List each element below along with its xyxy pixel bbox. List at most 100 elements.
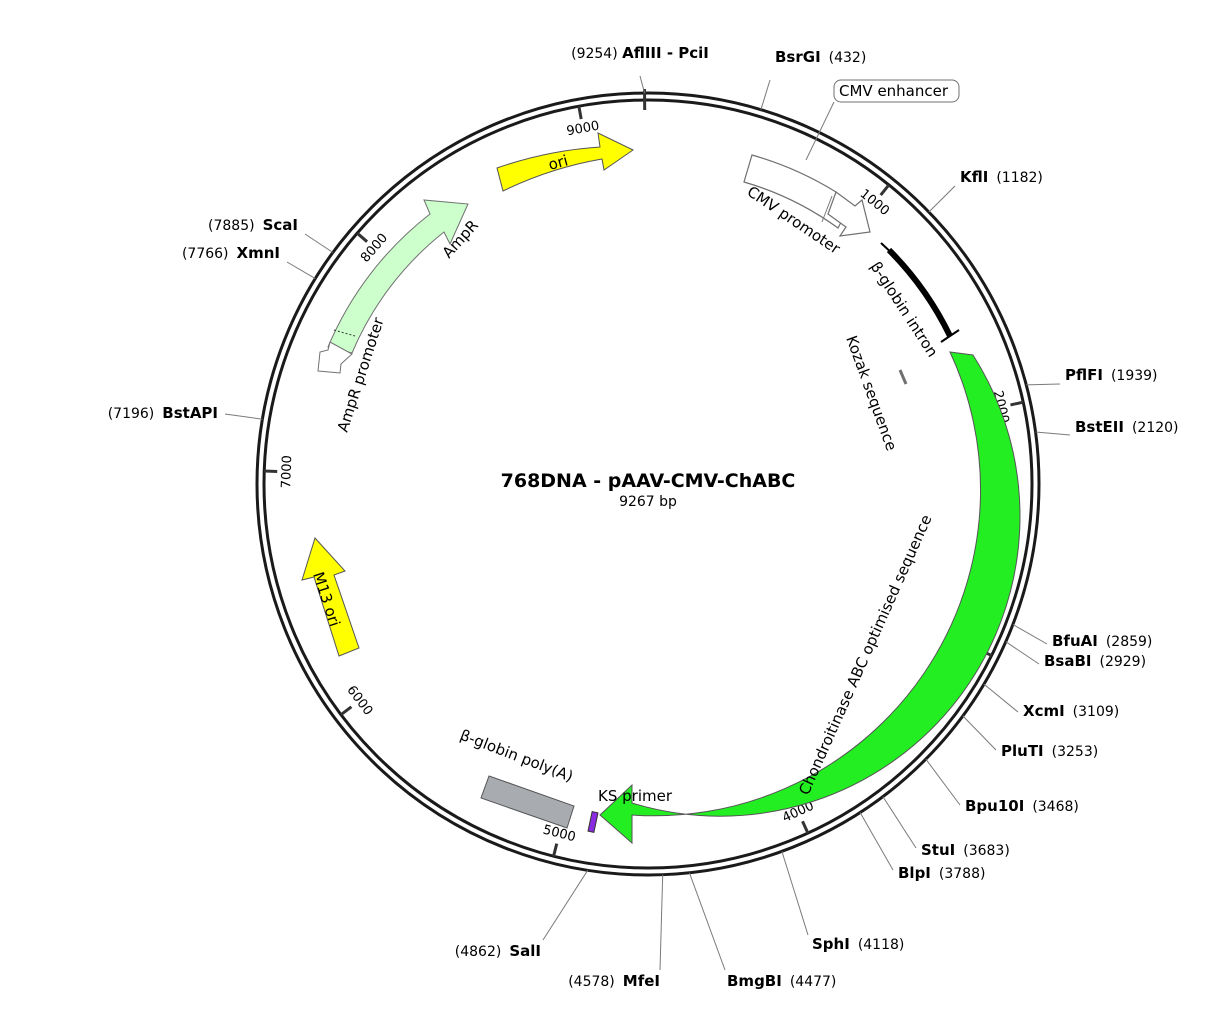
enzyme-position: (7885): [208, 218, 255, 234]
m13-ori-arrow[interactable]: [301, 537, 360, 657]
tick-label: 6000: [343, 683, 375, 718]
enzyme-name: BmgBI: [727, 972, 782, 990]
tick-label: 7000: [279, 455, 295, 489]
enzyme-position: (3788): [939, 866, 986, 882]
enzyme-label[interactable]: BsrGI (432): [775, 48, 866, 66]
cmv-promoter-arrow[interactable]: [827, 191, 871, 237]
enzyme-position: (3109): [1073, 704, 1120, 720]
enzyme-label[interactable]: PluTI (3253): [1001, 742, 1098, 760]
enzyme-leader: [1012, 624, 1048, 645]
enzyme-name: BfuAI: [1052, 632, 1098, 650]
enzyme-label[interactable]: (7766)XmnI: [182, 244, 280, 262]
kozak-sequence-label: Kozak sequence: [842, 333, 900, 453]
cmv-enhancer-label: CMV enhancer: [839, 82, 949, 100]
enzyme-leader: [983, 683, 1019, 713]
enzyme-leader: [1026, 383, 1061, 386]
beta-globin-polya-bar[interactable]: [480, 775, 575, 829]
features: [301, 132, 1021, 845]
enzyme-name: XmnI: [237, 244, 280, 262]
beta-globin-intron-end-cap: [940, 329, 960, 343]
cmv-enhancer-arrow[interactable]: [743, 154, 851, 229]
backbone-inner-strand: [262, 98, 1034, 870]
enzyme-label[interactable]: BmgBI (4477): [727, 972, 836, 990]
ks-primer-label: KS primer: [598, 787, 673, 805]
beta-globin-polya-label: β-globin poly(A): [458, 726, 576, 786]
tick-mark: [356, 232, 369, 243]
chabc-arrow[interactable]: [599, 351, 1021, 845]
enzyme-leader: [781, 851, 809, 936]
ampr-promoter-arrow[interactable]: [317, 341, 353, 374]
enzyme-leader: [1035, 431, 1071, 436]
enzyme-label[interactable]: Bpu10I(3468): [965, 797, 1079, 815]
enzyme-leader: [659, 874, 664, 971]
enzyme-label[interactable]: XcmI (3109): [1023, 702, 1119, 720]
tick-mark: [1010, 400, 1024, 407]
enzyme-position: (2120): [1132, 420, 1179, 436]
enzyme-leader: [859, 812, 894, 871]
enzyme-leader: [224, 413, 263, 420]
enzyme-position: (4477): [790, 974, 837, 990]
ori-arrow[interactable]: [496, 132, 634, 192]
tick-mark: [801, 820, 810, 834]
plasmid-size: 9267 bp: [619, 494, 677, 510]
enzyme-sites: (9254) AflIII - PciI BsrGI (432) KflI (1182)…: [108, 44, 1179, 990]
enzyme-position: (3253): [1052, 744, 1099, 760]
enzyme-name: SalI: [509, 942, 541, 960]
tick-mark: [552, 843, 559, 857]
plasmid-name: 768DNA - pAAV-CMV-ChABC: [501, 470, 796, 492]
enzyme-position: (432): [829, 50, 867, 66]
enzyme-name: StuI: [921, 841, 955, 859]
enzyme-label[interactable]: KflI (1182): [960, 168, 1043, 186]
enzyme-name: SphI: [812, 935, 850, 953]
enzyme-label[interactable]: (4578)MfeI: [568, 972, 660, 990]
tick-mark: [577, 106, 583, 120]
enzyme-name: BsrGI: [775, 48, 821, 66]
enzyme-name: PflFI: [1065, 366, 1103, 384]
cmv-enhancer-leader: [805, 101, 835, 161]
enzyme-position: (2859): [1106, 634, 1153, 650]
beta-globin-intron-start-cap: [880, 242, 897, 258]
enzyme-name: XcmI: [1023, 702, 1065, 720]
enzyme-position: (7196): [108, 406, 155, 422]
enzyme-name: BstEII: [1075, 418, 1124, 436]
enzyme-name: PluTI: [1001, 742, 1044, 760]
enzyme-position: (2929): [1100, 654, 1147, 670]
tick-label: 5000: [541, 823, 577, 846]
ks-primer-mark[interactable]: [587, 811, 599, 833]
ampr-arrow[interactable]: [327, 199, 469, 354]
enzyme-leader: [1005, 641, 1040, 665]
enzyme-position: (1182): [996, 170, 1043, 186]
cmv-enhancer-label-box: [833, 79, 960, 103]
enzyme-position: (4862): [455, 944, 502, 960]
enzyme-position: (4118): [858, 937, 905, 953]
enzyme-label[interactable]: StuI (3683): [921, 841, 1010, 859]
enzyme-label[interactable]: BstEII (2120): [1075, 418, 1179, 436]
enzyme-name: ScaI: [263, 216, 298, 234]
enzyme-leader: [882, 796, 917, 849]
ori-label: ori: [546, 151, 570, 173]
enzyme-label[interactable]: PflFI(1939): [1065, 366, 1158, 384]
enzyme-label[interactable]: SphI (4118): [812, 935, 904, 953]
enzyme-label[interactable]: (9254) AflIII - PciI: [571, 44, 709, 62]
enzyme-label[interactable]: (7885) ScaI: [208, 216, 298, 234]
enzyme-label[interactable]: (4862) SalI: [455, 942, 541, 960]
backbone: [255, 91, 1041, 877]
enzyme-label[interactable]: BfuAI (2859): [1052, 632, 1152, 650]
backbone-outer-strand: [255, 91, 1041, 877]
enzyme-label[interactable]: BlpI (3788): [898, 864, 985, 882]
enzyme-leader: [962, 715, 997, 751]
enzyme-leader: [925, 758, 961, 806]
tick-label: 9000: [565, 119, 600, 140]
enzyme-leader: [542, 870, 589, 941]
feature-labels: CMV enhancer CMV promoter β-globin intro…: [309, 79, 960, 805]
center-title: 768DNA - pAAV-CMV-ChABC 9267 bp: [501, 470, 796, 510]
enzyme-name: BstAPI: [162, 404, 218, 422]
enzyme-position: (3683): [963, 843, 1010, 859]
enzyme-leader: [286, 261, 316, 280]
enzyme-label[interactable]: BsaBI(2929): [1044, 652, 1146, 670]
enzyme-leader: [639, 75, 646, 94]
enzyme-name: KflI: [960, 168, 988, 186]
enzyme-label[interactable]: (7196) BstAPI: [108, 404, 218, 422]
enzyme-name: BlpI: [898, 864, 931, 882]
